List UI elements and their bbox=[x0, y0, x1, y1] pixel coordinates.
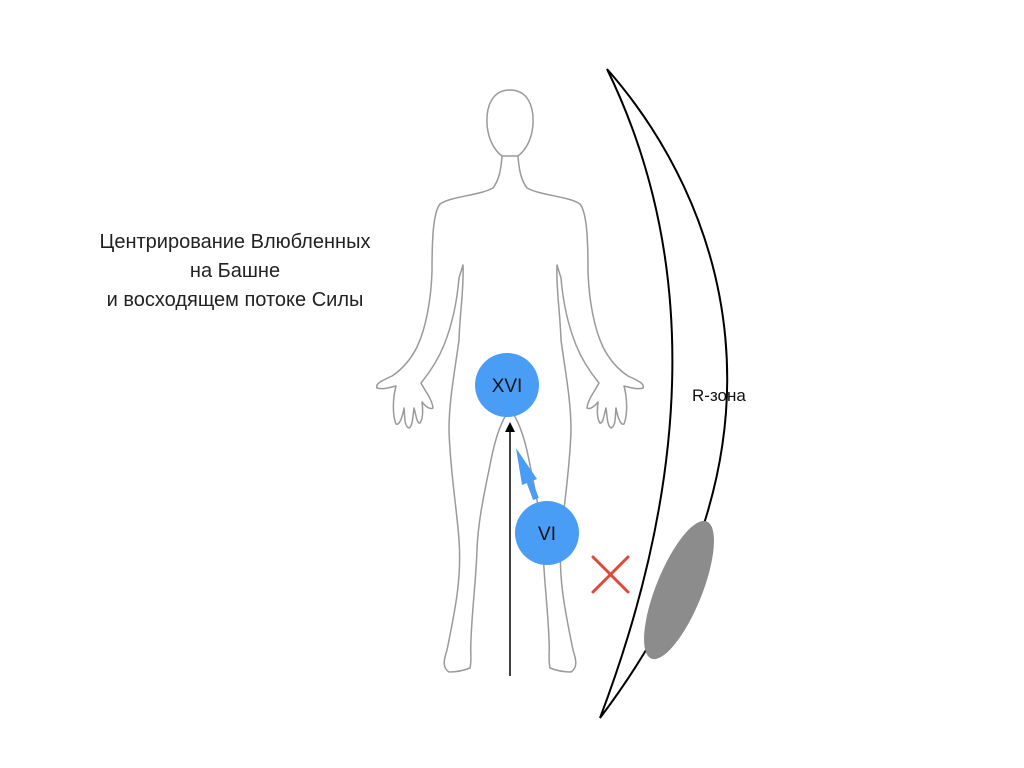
r-zone: R-зона bbox=[599, 68, 746, 719]
caption-line-3: и восходящем потоке Силы bbox=[106, 289, 364, 311]
centering-arrow-head bbox=[516, 448, 537, 485]
diagram-caption: Центрирование Влюбленных на Башне и восх… bbox=[60, 228, 410, 315]
figure-head bbox=[486, 89, 534, 157]
caption-line-1: Центрирование Влюбленных bbox=[99, 231, 371, 253]
r-zone-shadow bbox=[644, 520, 714, 660]
centering-arrow bbox=[516, 448, 539, 501]
r-zone-label: R-зона bbox=[692, 386, 746, 405]
red-cross-icon bbox=[591, 555, 630, 594]
node-vi-circle bbox=[515, 501, 579, 565]
node-xvi: XVI bbox=[475, 353, 539, 417]
r-zone-outline bbox=[599, 68, 729, 719]
node-vi: VI bbox=[515, 501, 579, 565]
node-vi-label: VI bbox=[538, 524, 556, 545]
node-xvi-label: XVI bbox=[492, 376, 523, 397]
node-xvi-circle bbox=[475, 353, 539, 417]
caption-line-2: на Башне bbox=[189, 260, 281, 282]
